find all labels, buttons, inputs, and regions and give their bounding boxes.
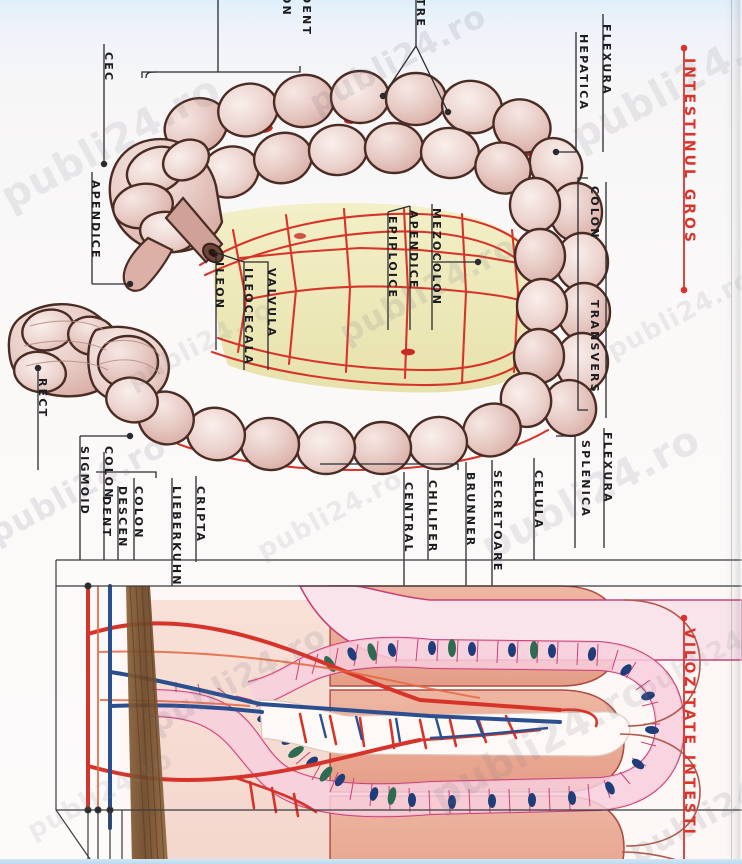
label-colon-sigmoid-line1: COLON [102, 446, 115, 500]
label-brunner: BRUNNER [464, 472, 477, 548]
haustra-right-inner [499, 176, 569, 429]
label-chilifer-line2: CENTRAL [402, 482, 415, 554]
label-haustre: TRE [414, 0, 427, 29]
label-colon-sigmoid-line2: SIGMOID [78, 446, 91, 516]
heading-rules [680, 44, 688, 862]
label-colon-ascendent-line1: ON [280, 0, 293, 17]
label-colon-descendent-line1: COLON [132, 486, 145, 540]
label-mezocolon: MEZOCOLON [430, 208, 443, 307]
venous-branches [318, 713, 549, 743]
heading-intestinul-gros: INTESTINUL GROS [681, 58, 697, 246]
leader-lines-upper [34, 0, 607, 722]
haustra-right-outer [542, 181, 612, 438]
label-celula-line2: SECRETOARE [491, 470, 504, 573]
label-apendice: APENDICE [89, 180, 102, 260]
label-valvula-line1: VALVULA [265, 268, 278, 339]
nerve-bundle [126, 585, 168, 864]
label-chilifer-line1: CHILIFER [426, 480, 439, 554]
arterial-network [86, 584, 562, 812]
label-cripta-line1: CRIPTA [194, 486, 207, 544]
label-celula-line1: CELULA [532, 470, 545, 530]
label-ileon: ILEON [213, 262, 226, 311]
label-colon-ascendent-line2: DENT [300, 0, 313, 37]
mesocolon-shape [213, 203, 552, 393]
venous-network [108, 584, 562, 830]
bottom-scan-band [0, 859, 742, 864]
label-rect: RECT [36, 378, 49, 419]
appendix-shape [122, 236, 174, 292]
label-cec: CEC [102, 52, 115, 83]
haustra-outer-top [163, 69, 584, 194]
villus-diagram [55, 559, 742, 864]
sigmoid-rectum-shape [7, 303, 170, 424]
page-edge-line [731, 0, 732, 864]
label-flexura-hepatica-line1: FLEXURA [600, 24, 613, 96]
capillaries [97, 586, 481, 810]
label-colon-transvers-line1: COLON [588, 186, 601, 240]
label-colon-descendent-line2: DESCEN [116, 486, 129, 549]
label-colon-transvers-line2: TRANSVERS [588, 300, 601, 394]
label-valvula-line2: ILEOCECALA [242, 268, 255, 366]
heading-vilozitate-intestinala: VILOZITATE INTESTI [681, 628, 697, 837]
haustra-inner-top [200, 121, 532, 199]
label-apendice-epiploice-line2: EPIPLOICE [386, 216, 399, 300]
label-flexura-hepatica-line2: HEPATICA [577, 34, 590, 112]
rectum-shading [23, 320, 161, 375]
label-apendice-epiploice-line1: APENDICE [407, 210, 420, 290]
ileum-stump [164, 196, 224, 264]
label-flexura-splenica-line1: FLEXURA [601, 432, 614, 504]
label-cripta-line2: LIEBERKUHN [170, 486, 183, 587]
haustra-bottom [137, 390, 522, 476]
label-colon-descendent-line3: DENT [100, 496, 113, 539]
label-flexura-splenica-line2: SPLENICA [579, 440, 592, 518]
